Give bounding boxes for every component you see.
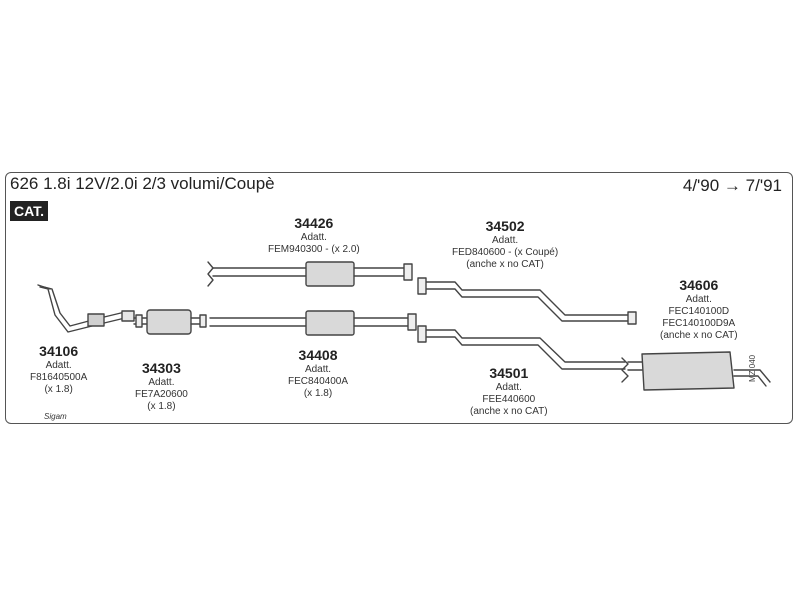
part-label-34426: 34426 Adatt. FEM940300 - (x 2.0) [268,215,360,256]
part-line: Adatt. [45,360,72,371]
part-34408-pipe[interactable] [209,310,417,336]
date-range: 4/'90 → 7/'91 [682,176,782,195]
part-line: FEC140100D [668,306,730,317]
part-line: FEC840400A [288,376,349,387]
part-line: FEE440600 [482,394,536,405]
part-line: FEM940300 - (x 2.0) [268,244,360,255]
part-line: Adatt. [300,232,327,243]
part-label-34502: 34502 Adatt. FED840600 - (x Coupé) (anch… [452,218,558,271]
part-34106-pipe[interactable] [37,284,135,333]
part-number: 34408 [298,347,338,363]
part-34426-pipe[interactable] [207,261,413,287]
part-number: 34303 [141,360,181,376]
part-34502-pipe[interactable] [417,277,637,325]
part-34501-pipe[interactable] [417,325,626,370]
part-number: 34106 [39,343,79,359]
part-line: FEC140100D9A [662,318,736,329]
part-line: Adatt. [495,382,522,393]
part-line: (anche x no CAT) [660,330,738,341]
part-line: Adatt. [148,377,175,388]
part-line: FE7A20600 [135,389,188,400]
part-line: (anche x no CAT) [466,259,544,270]
brand-logo: Sigam [44,412,67,421]
cat-badge: CAT. [10,201,49,221]
part-number: 34501 [489,365,529,381]
part-line: (x 1.8) [303,388,333,399]
part-line: (x 1.8) [44,384,73,395]
part-label-34106: 34106 Adatt. F81640500A (x 1.8) [30,343,87,396]
part-34606-silencer[interactable] [621,351,771,391]
part-label-34303: 34303 Adatt. FE7A20600 (x 1.8) [135,360,188,413]
part-line: (anche x no CAT) [470,406,548,417]
part-line: FED840600 - (x Coupé) [452,247,559,258]
part-label-34501: 34501 Adatt. FEE440600 (anche x no CAT) [470,365,548,418]
part-label-34408: 34408 Adatt. FEC840400A (x 1.8) [288,347,348,400]
part-line: (x 1.8) [147,401,176,412]
part-line: F81640500A [30,372,88,383]
part-line: Adatt. [304,364,332,375]
part-number: 34502 [485,218,525,234]
part-label-34606: 34606 Adatt. FEC140100D FEC140100D9A (an… [660,277,738,342]
diagram-code: MZ 040 [748,354,757,382]
part-line: Adatt. [492,235,519,246]
part-number: 34426 [294,215,334,231]
part-number: 34606 [679,277,719,293]
page-title: 626 1.8i 12V/2.0i 2/3 volumi/Coupè [10,174,275,193]
part-34303-catalyst[interactable] [133,309,207,335]
part-line: Adatt. [685,294,712,305]
